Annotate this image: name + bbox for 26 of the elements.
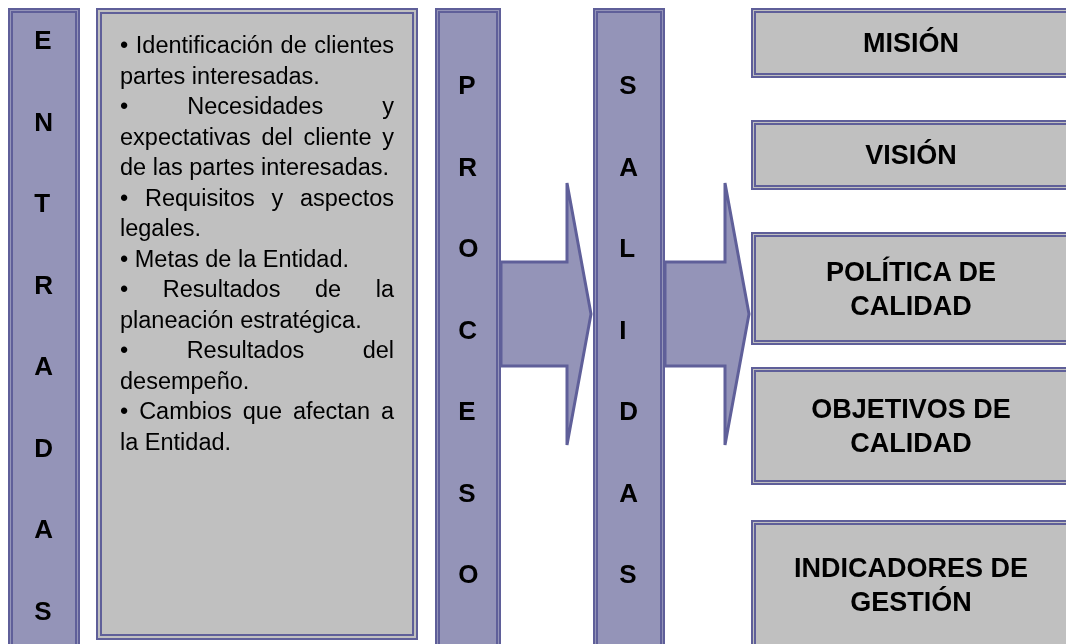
bullet-item: • Resultados del desempeño. xyxy=(120,336,394,396)
process-column xyxy=(435,8,501,644)
output-box xyxy=(751,8,1066,78)
box-label: MISIÓN xyxy=(862,26,960,60)
vertical-label: PROCESO xyxy=(458,69,478,591)
inputs-column xyxy=(8,8,80,644)
bullet-item: • Requisitos y aspectos legales. xyxy=(120,183,394,243)
box-label: OBJETIVOS DE CALIDAD xyxy=(810,393,1012,460)
list-panel xyxy=(96,8,418,640)
output-box xyxy=(751,520,1066,644)
output-box xyxy=(751,120,1066,190)
bullet-item: • Identificación de clientes partes interesadas. xyxy=(120,31,394,91)
vertical-label: SALIDAS xyxy=(619,69,639,591)
box-label: POLÍTICA DE CALIDAD xyxy=(825,255,997,323)
box-label: INDICADORES DE GESTIÓN xyxy=(793,552,1029,619)
bullet-item: • Necesidades y expectativas del cliente y de las partes interesadas. xyxy=(120,92,394,182)
vertical-label: ENTRADAS xyxy=(34,24,54,628)
output-box xyxy=(751,367,1066,485)
block-arrow xyxy=(663,181,751,447)
bullet-item: • Metas de la Entidad. xyxy=(120,244,350,274)
block-arrow xyxy=(499,181,593,447)
outputs-column xyxy=(593,8,665,644)
box-label: VISIÓN xyxy=(864,138,958,172)
bullet-item: • Cambios que afectan a la Entidad. xyxy=(120,397,394,457)
output-box xyxy=(751,232,1066,345)
bullet-item: • Resultados de la planeación estratégica. xyxy=(120,275,394,335)
